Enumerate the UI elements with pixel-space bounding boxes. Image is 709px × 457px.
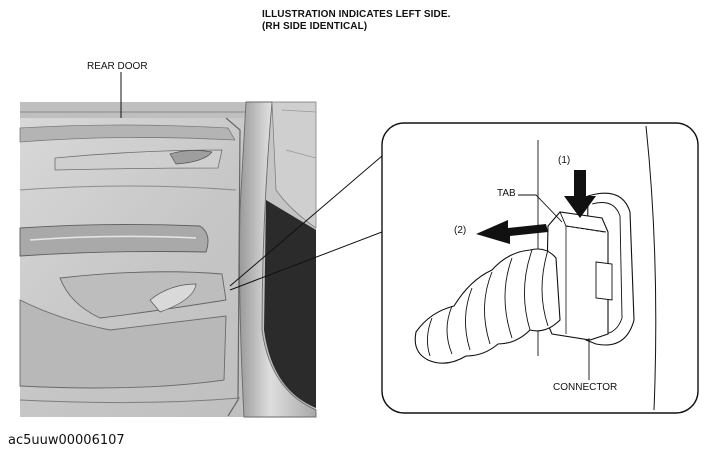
step-1-label: (1) <box>558 155 571 166</box>
connector-label: CONNECTOR <box>553 382 618 393</box>
illustration-note: ILLUSTRATION INDICATES LEFT SIDE. (RH SI… <box>262 9 450 33</box>
step-2-label: (2) <box>454 225 467 236</box>
figure-id: ac5uuw00006107 <box>8 433 125 448</box>
tab-label: TAB <box>497 188 516 199</box>
detail-callout-box <box>381 122 699 414</box>
illustration-note-line2: (RH SIDE IDENTICAL) <box>262 21 368 32</box>
tab-leader <box>518 194 563 223</box>
rear-door-label: REAR DOOR <box>87 61 148 72</box>
callout-line-lower <box>229 231 383 291</box>
illustration-note-line1: ILLUSTRATION INDICATES LEFT SIDE. <box>262 9 451 20</box>
rear-door-image <box>19 101 317 418</box>
pull-arrow-2 <box>476 220 548 244</box>
press-arrow-1 <box>564 170 596 218</box>
callout-line-upper <box>229 155 383 287</box>
